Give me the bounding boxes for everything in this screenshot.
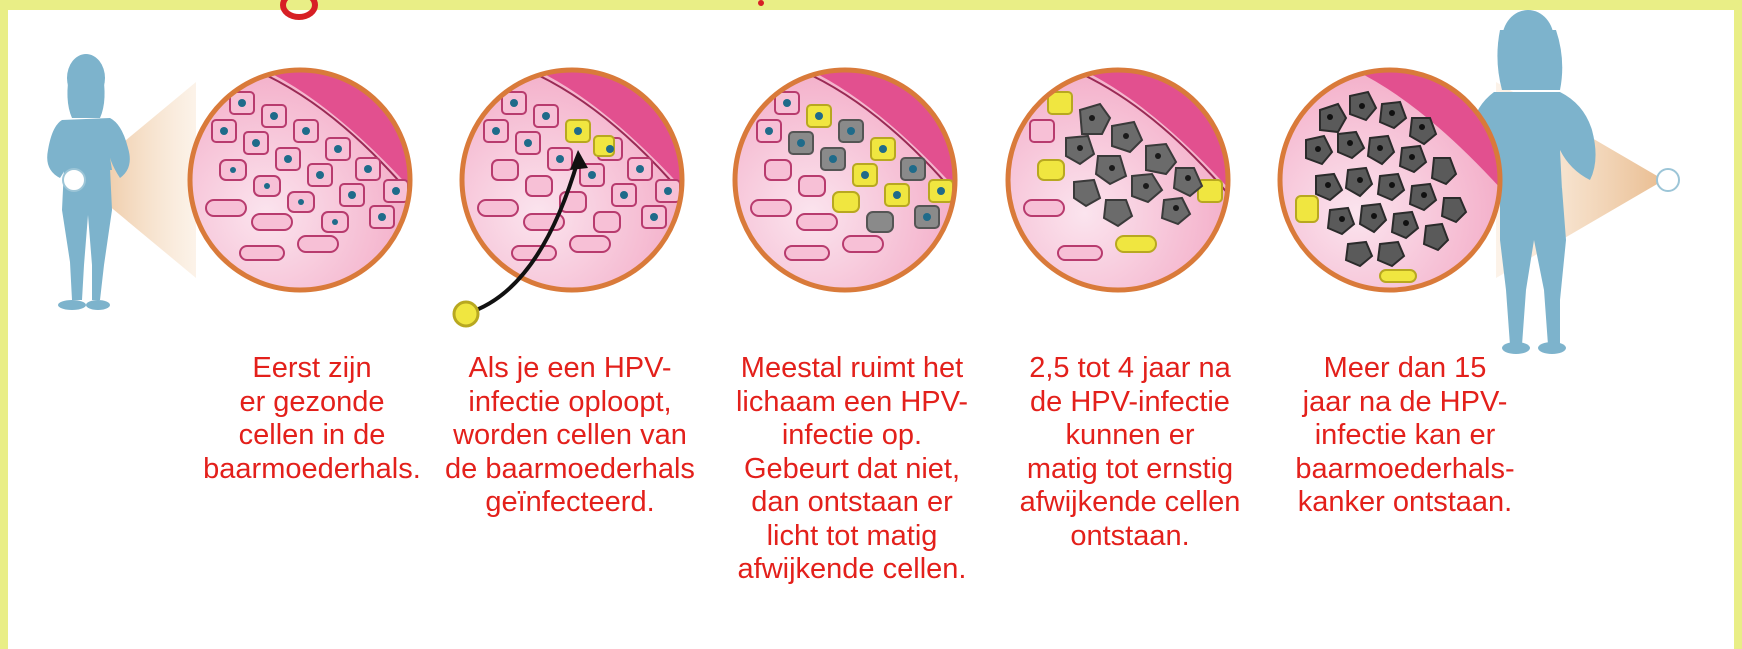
caption-cervical-cancer: Meer dan 15 jaar na de HPV- infectie kan…: [1275, 352, 1535, 520]
caption-hpv-infection: Als je een HPV- infectie oploopt, worden…: [440, 352, 700, 520]
zoom-marker-left: [63, 169, 85, 191]
zoom-marker-right: [1657, 169, 1679, 191]
hpv-virus-particle: [454, 302, 478, 326]
caption-mild-abnormal-cells: Meestal ruimt het lichaam een HPV- infec…: [722, 352, 982, 587]
caption-severe-abnormal-cells: 2,5 tot 4 jaar na de HPV-infectie kunnen…: [1000, 352, 1260, 553]
caption-healthy-cells: Eerst zijn er gezonde cellen in de baarm…: [182, 352, 442, 486]
